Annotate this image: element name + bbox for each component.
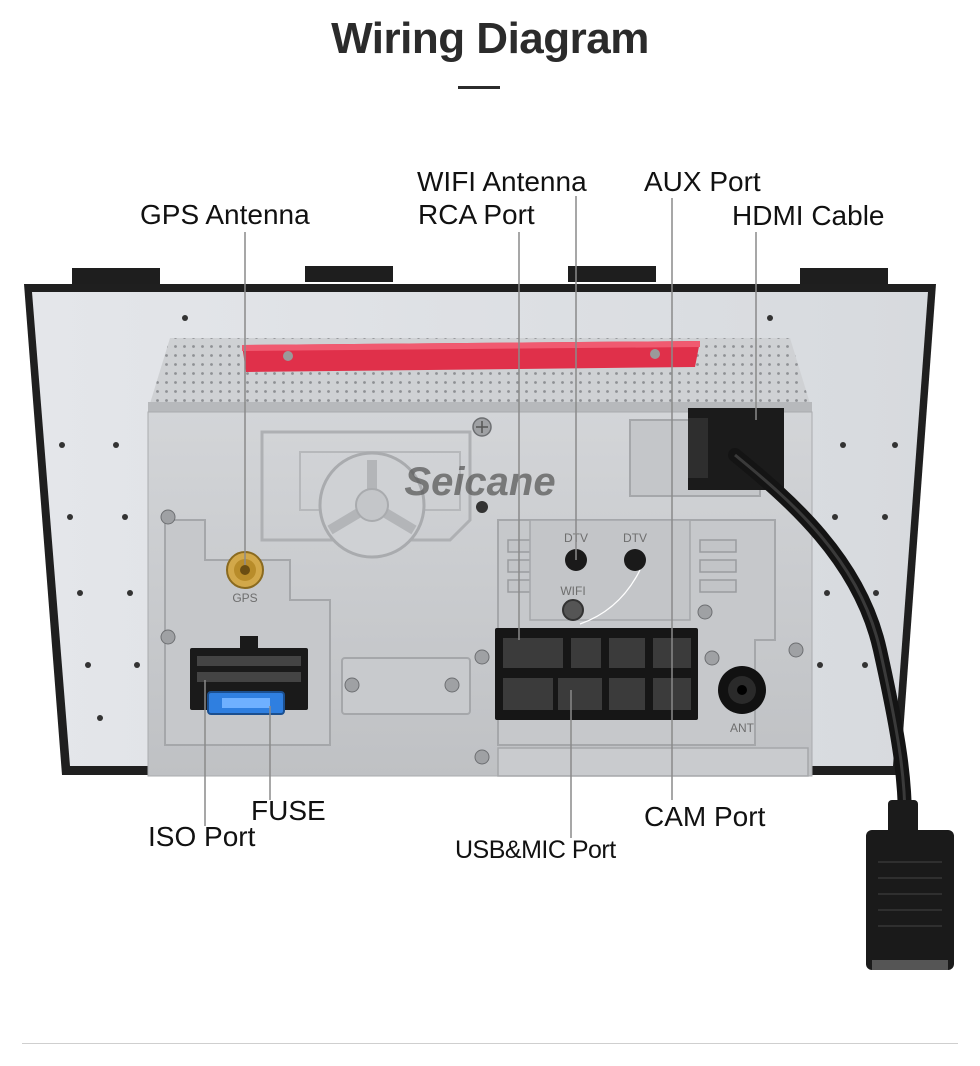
dtv-marking-2: DTV bbox=[623, 531, 647, 545]
wifi-antenna-label: WIFI Antenna bbox=[417, 166, 587, 197]
callout-lines bbox=[204, 196, 757, 838]
hdmi-cable bbox=[688, 408, 954, 970]
ant-jack: ANT bbox=[718, 666, 766, 735]
fuse-label: FUSE bbox=[251, 795, 326, 826]
hdmi-cable-label: HDMI Cable bbox=[732, 200, 885, 231]
gps-marking: GPS bbox=[232, 591, 257, 605]
ant-marking: ANT bbox=[730, 721, 755, 735]
wifi-marking: WIFI bbox=[560, 584, 585, 598]
aux-port-label: AUX Port bbox=[644, 166, 761, 197]
page-title: Wiring Diagram bbox=[331, 14, 649, 63]
title-underline bbox=[458, 86, 500, 89]
usb-mic-port-label: USB&MIC Port bbox=[455, 836, 616, 864]
iso-port-label: ISO Port bbox=[148, 821, 256, 852]
iso-connector bbox=[190, 636, 308, 715]
gps-antenna-label: GPS Antenna bbox=[140, 199, 310, 230]
rca-port-label: RCA Port bbox=[418, 199, 535, 230]
warning-sticker bbox=[242, 341, 700, 372]
gps-connector: GPS bbox=[226, 551, 264, 605]
cam-port-label: CAM Port bbox=[644, 801, 766, 832]
mounting-tabs bbox=[72, 266, 888, 284]
multi-connector bbox=[495, 628, 698, 720]
footer-divider bbox=[22, 1043, 958, 1044]
watermark-logo: Seicane bbox=[404, 460, 555, 504]
